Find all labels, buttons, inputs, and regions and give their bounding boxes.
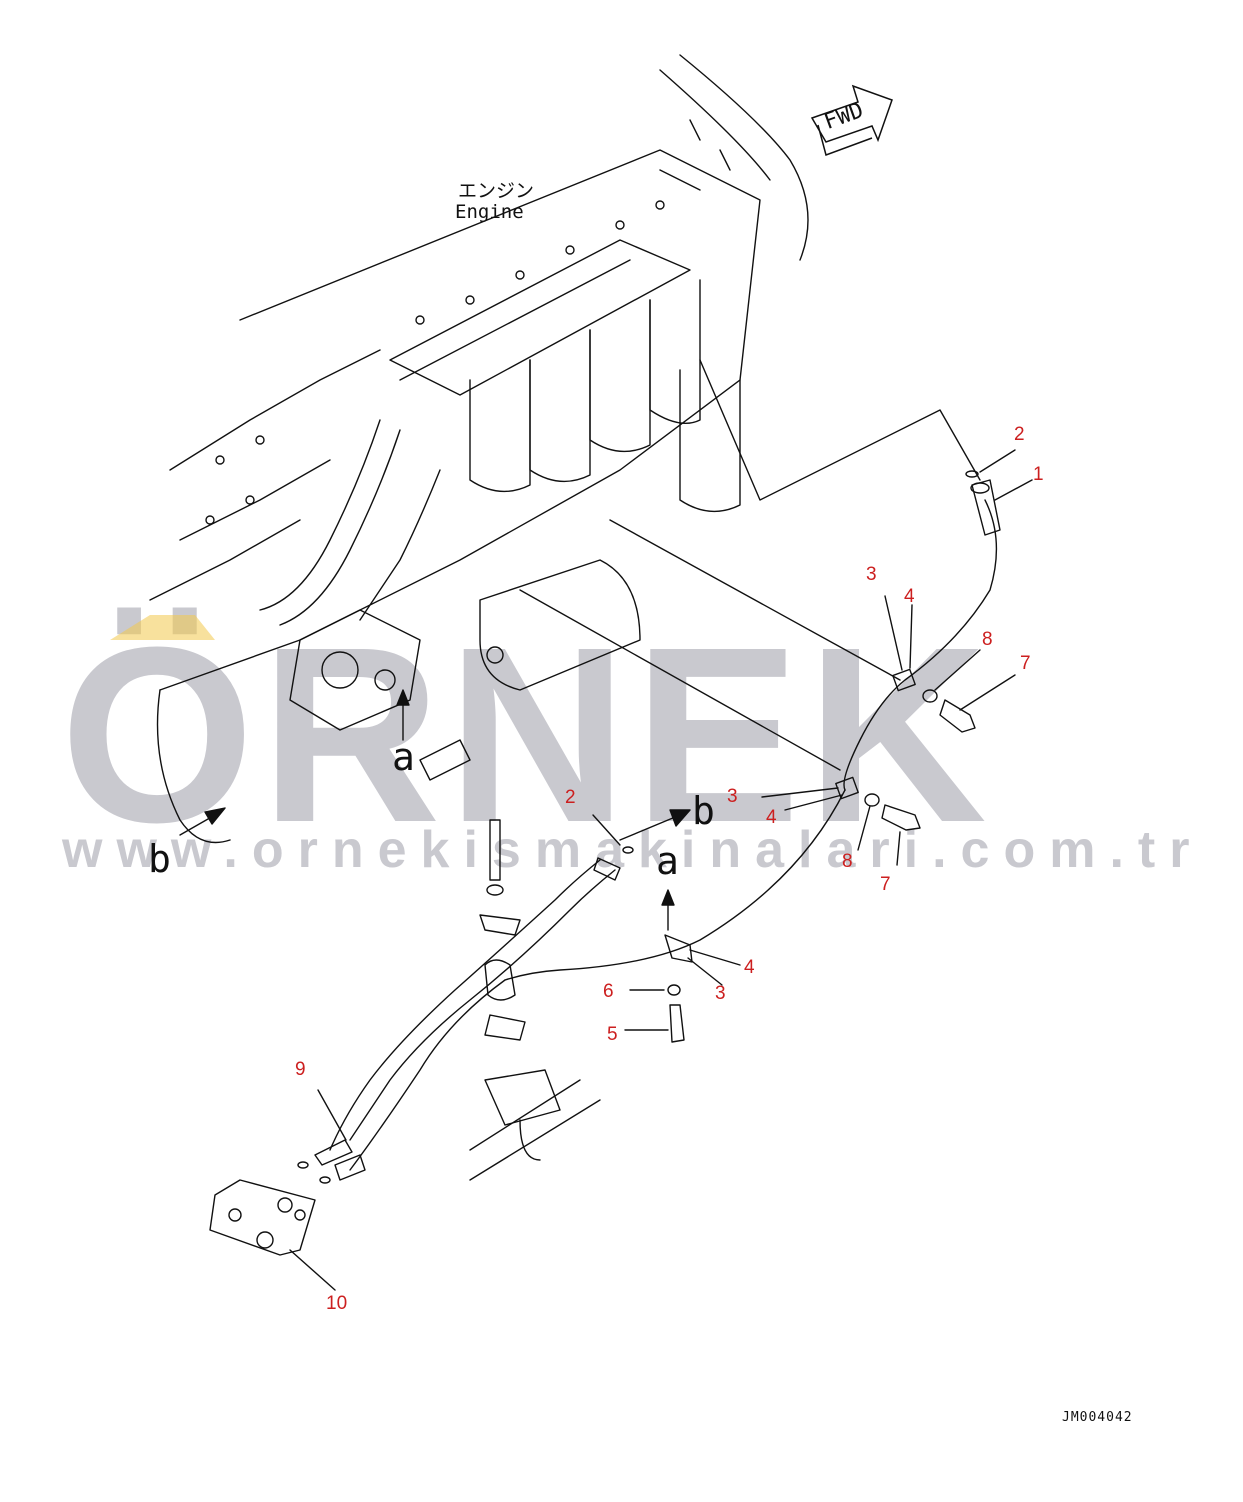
ref-b-detail: b bbox=[692, 789, 715, 833]
callout-2: 2 bbox=[565, 787, 576, 808]
engine-label-en: Engine bbox=[455, 201, 524, 223]
callout-4: 4 bbox=[744, 957, 755, 978]
engine-body bbox=[149, 54, 809, 844]
fwd-arrow-shape bbox=[810, 84, 893, 156]
callout-7: 7 bbox=[880, 874, 891, 895]
callout-4: 4 bbox=[766, 807, 777, 828]
engine-label-jp: エンジン bbox=[458, 180, 535, 202]
callout-2: 2 bbox=[1014, 424, 1025, 445]
drawing-code: JM004042 bbox=[1062, 1410, 1133, 1425]
callout-3: 3 bbox=[715, 983, 726, 1004]
valve-block-10 bbox=[209, 1139, 366, 1256]
ref-b-engine: b bbox=[148, 837, 171, 881]
callout-7: 7 bbox=[1020, 653, 1031, 674]
callout-9: 9 bbox=[295, 1059, 306, 1080]
fitting-1 bbox=[970, 479, 1001, 536]
callout-4: 4 bbox=[904, 586, 915, 607]
callout-5: 5 bbox=[607, 1024, 618, 1045]
callout-10: 10 bbox=[326, 1293, 348, 1314]
callout-6: 6 bbox=[603, 981, 614, 1002]
callout-3: 3 bbox=[866, 564, 877, 585]
ref-a-engine: a bbox=[392, 735, 415, 779]
callout-1: 1 bbox=[1033, 464, 1044, 485]
ref-a-detail: a bbox=[656, 839, 679, 883]
callout-3: 3 bbox=[727, 786, 738, 807]
watermark-url: www.ornekismakinalari.com.tr bbox=[62, 821, 1204, 879]
callout-8: 8 bbox=[842, 851, 853, 872]
callout-8: 8 bbox=[982, 629, 993, 650]
